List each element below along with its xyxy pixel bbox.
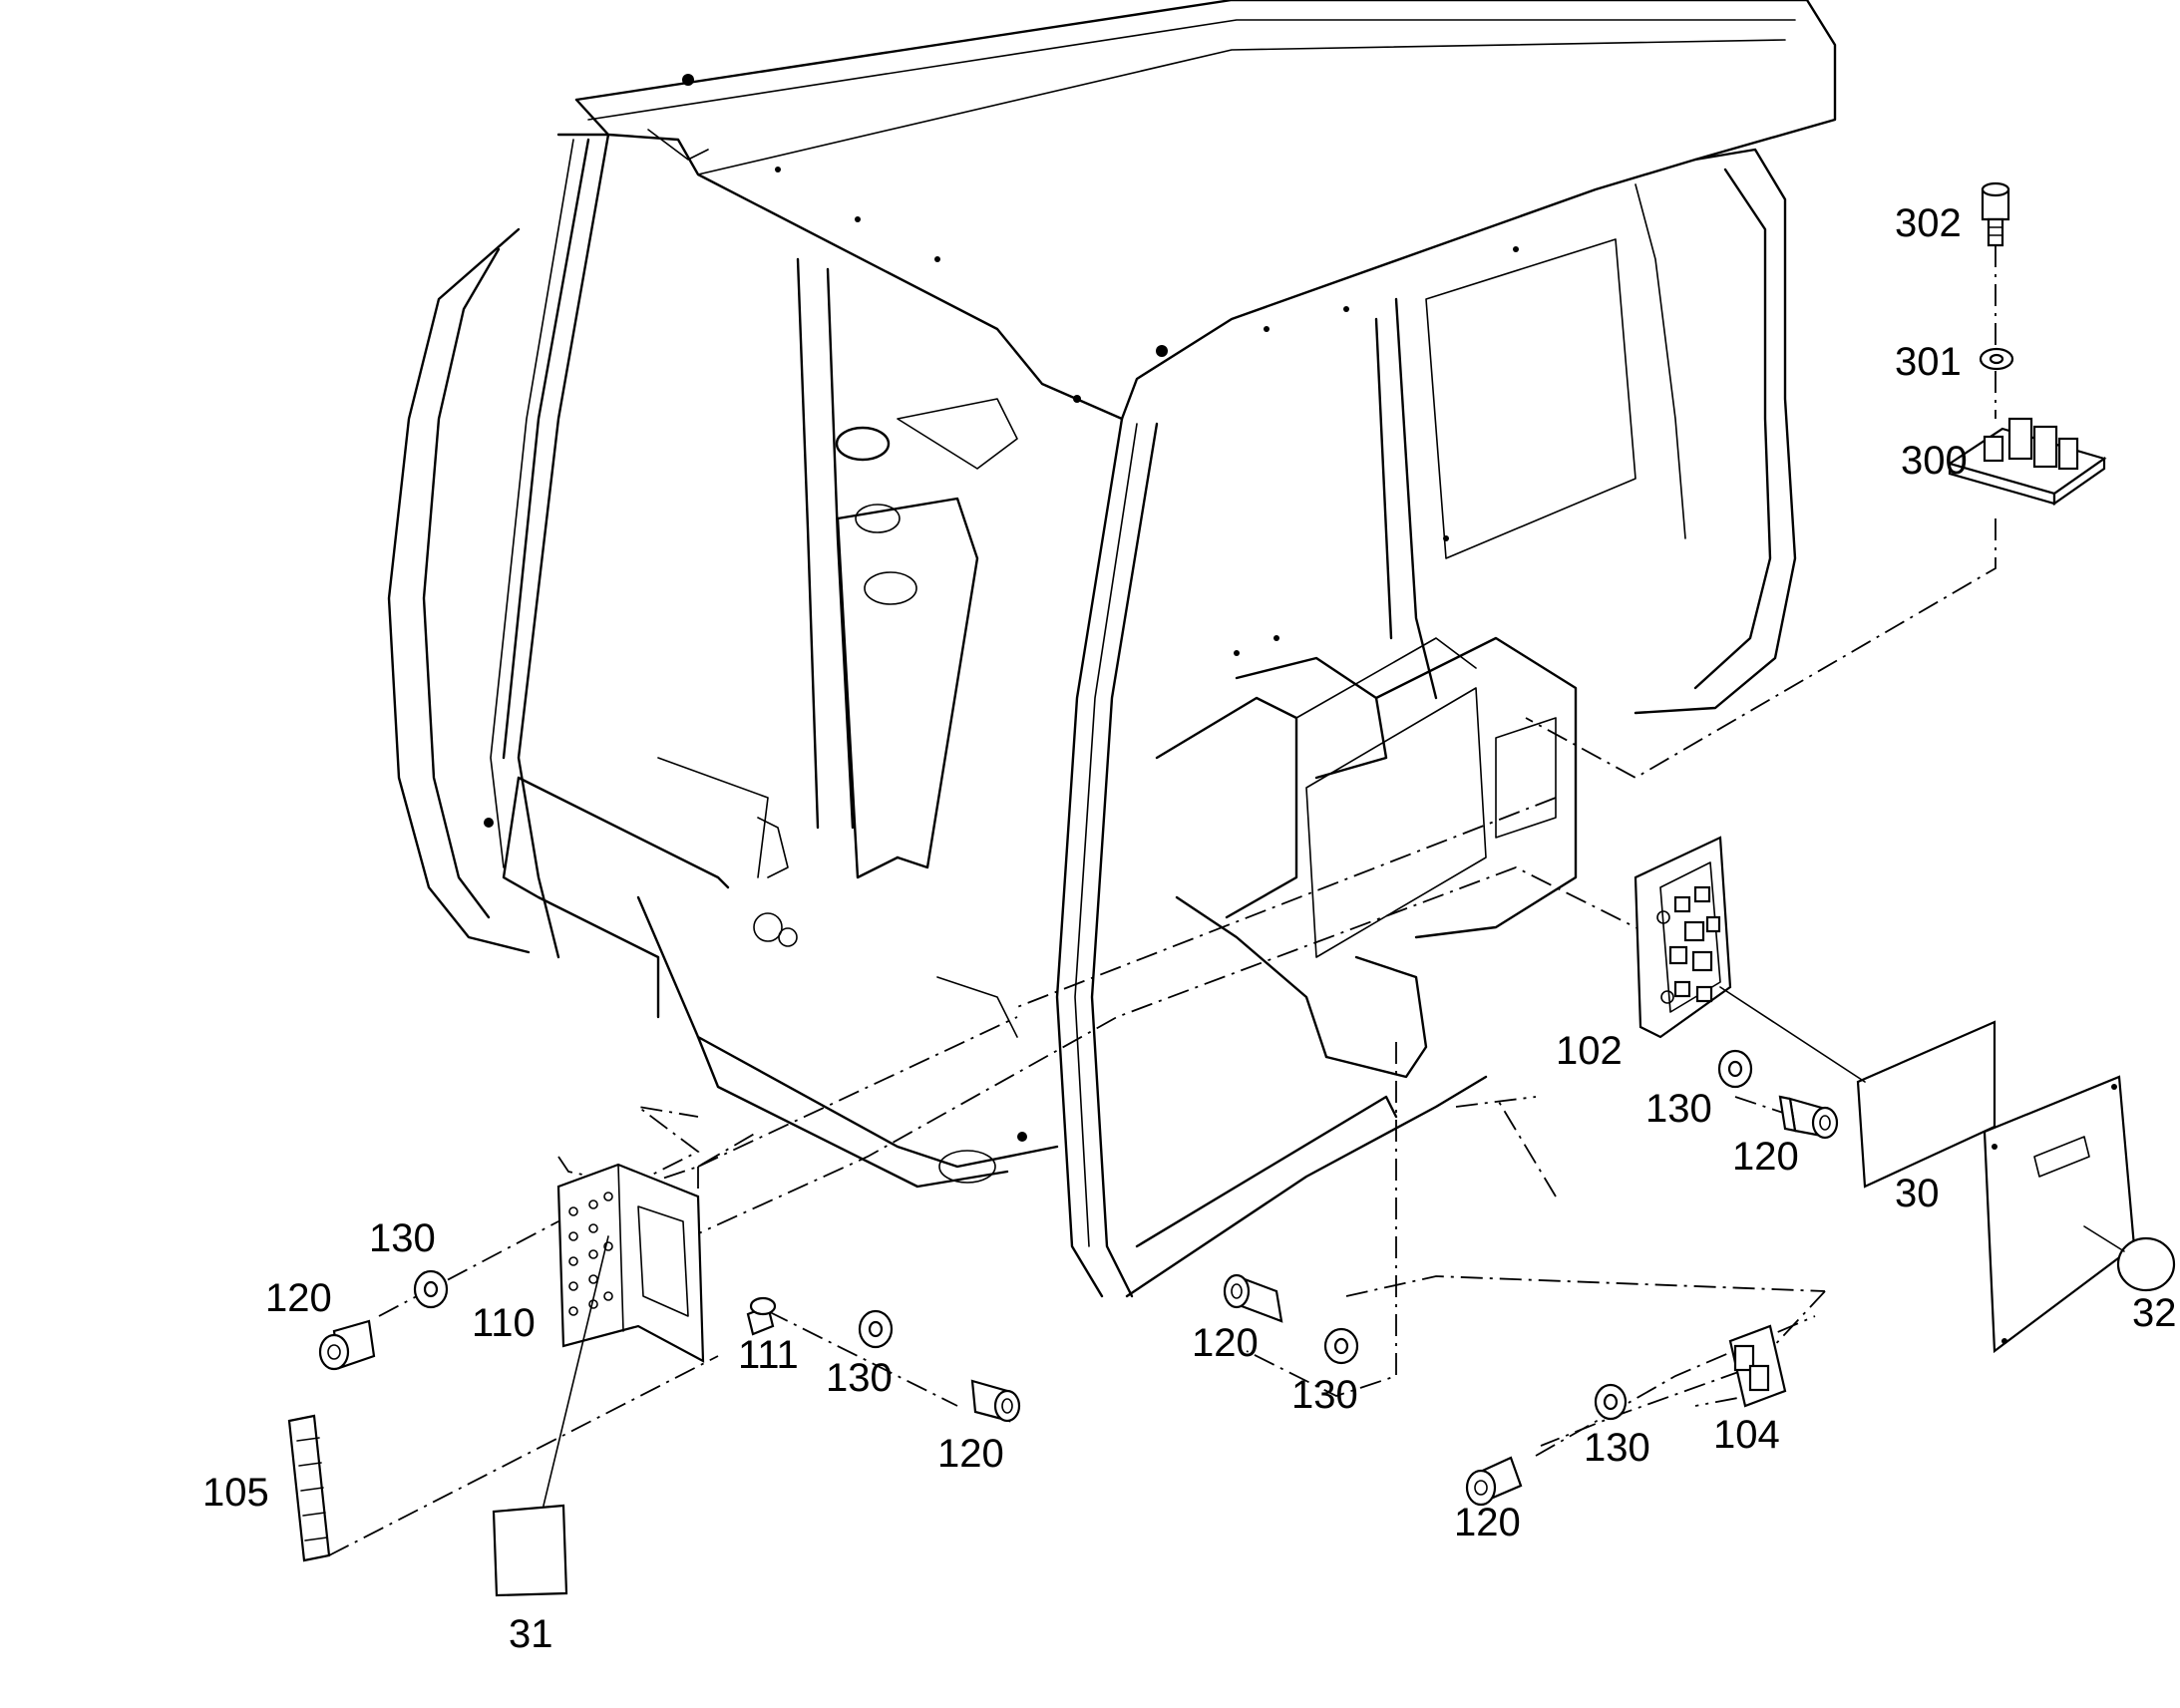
callout-130-a: 130 xyxy=(1645,1087,1712,1131)
part-120-screw-a xyxy=(1778,1095,1839,1140)
part-300-module xyxy=(1947,417,2107,507)
callout-labels: 302 301 300 102 130 120 30 32 130 120 11… xyxy=(202,201,2177,1656)
part-cover-plate xyxy=(1983,1075,2136,1354)
part-130-washer-e xyxy=(1594,1383,1628,1421)
callout-302: 302 xyxy=(1895,201,1962,245)
part-102-control-board xyxy=(1634,836,1732,1039)
part-130-washer-d xyxy=(1323,1327,1359,1365)
assembly-lines xyxy=(328,245,1997,1556)
plate-holes xyxy=(568,1192,613,1316)
callout-111: 111 xyxy=(738,1333,799,1377)
callout-110: 110 xyxy=(472,1301,536,1345)
part-130-washer-c xyxy=(858,1309,894,1349)
callout-120-d: 120 xyxy=(1192,1321,1259,1365)
callout-32: 32 xyxy=(2132,1291,2177,1335)
callout-102: 102 xyxy=(1556,1029,1623,1073)
callout-120-b: 120 xyxy=(265,1276,332,1320)
callout-130-d: 130 xyxy=(1291,1373,1358,1417)
part-111-stud xyxy=(746,1296,777,1336)
part-130-washer-a xyxy=(1717,1049,1753,1089)
callout-130-c: 130 xyxy=(826,1356,893,1400)
part-130-washer-b xyxy=(413,1269,449,1309)
callout-104: 104 xyxy=(1713,1413,1780,1457)
callout-30: 30 xyxy=(1895,1172,1940,1215)
part-32-grommet xyxy=(2116,1236,2176,1292)
part-120-screw-d xyxy=(1223,1273,1283,1323)
part-110-mounting-plate xyxy=(556,1163,705,1363)
part-301-washer xyxy=(1979,347,2014,371)
callout-130-e: 130 xyxy=(1584,1426,1650,1470)
callout-130-b: 130 xyxy=(369,1216,436,1260)
part-120-screw-e xyxy=(1465,1456,1523,1507)
part-120-screw-c xyxy=(970,1379,1021,1423)
callout-105: 105 xyxy=(202,1471,269,1515)
callout-301: 301 xyxy=(1895,340,1962,384)
callout-120-e: 120 xyxy=(1454,1501,1521,1544)
part-31-label xyxy=(492,1504,568,1597)
callout-31: 31 xyxy=(509,1612,553,1656)
part-105-connector-strip xyxy=(287,1414,331,1562)
part-120-screw-b xyxy=(318,1319,376,1371)
callout-300: 300 xyxy=(1901,439,1968,483)
frame-rivets xyxy=(484,74,1519,1142)
part-30-plate xyxy=(1856,1020,1997,1189)
callout-120-c: 120 xyxy=(937,1432,1004,1476)
part-104-relay-block xyxy=(1728,1324,1787,1408)
callout-120-a: 120 xyxy=(1732,1135,1799,1179)
part-302-bolt xyxy=(1981,181,2010,247)
cab-frame xyxy=(387,0,1837,1298)
